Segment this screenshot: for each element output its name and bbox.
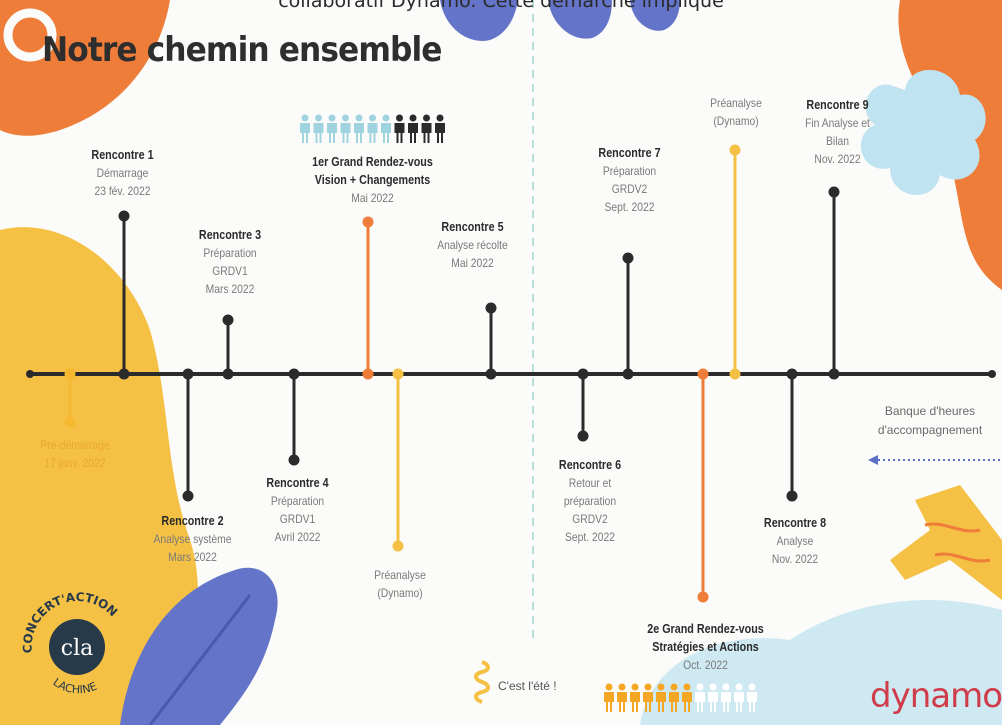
stem-end-dot-rencontre-2 — [182, 490, 194, 502]
axis-end-cap — [988, 370, 996, 378]
stem-end-dot-rencontre-9 — [828, 186, 840, 198]
label-pre-demarrage: Pré-démarrage 17 janv. 2022 — [40, 438, 110, 470]
person-icon — [300, 114, 310, 143]
bank-hours-note: Banque d'heures d'accompagnement — [877, 404, 983, 437]
axis-dot-rencontre-2 — [182, 368, 194, 380]
label-preanalyse-1: Préanalyse (Dynamo) — [374, 568, 426, 600]
person-icon — [340, 114, 351, 143]
axis-dot-preanalyse-1 — [392, 368, 404, 380]
axis-dot-rencontre-7 — [622, 368, 634, 380]
stem-end-dot-rencontre-3 — [222, 314, 234, 326]
label-rencontre-3: Rencontre 3 Préparation GRDV1 Mars 2022 — [198, 228, 262, 296]
label-rencontre-2: Rencontre 2 Analyse système Mars 2022 — [153, 514, 232, 564]
label-grdv-1: 1er Grand Rendez-vous Vision + Changemen… — [312, 155, 433, 205]
top-caption: collaboratif Dynamo. Cette démarche impl… — [278, 0, 724, 12]
dynamo-logo: dynamo — [870, 676, 1002, 716]
people-icons-2 — [604, 683, 757, 712]
stem-end-dot-grdv-2 — [697, 591, 709, 603]
person-icon — [695, 683, 705, 712]
person-icon — [682, 683, 692, 712]
person-icon — [669, 683, 679, 712]
label-grdv-2: 2e Grand Rendez-vous Stratégies et Actio… — [647, 622, 764, 672]
label-rencontre-6: Rencontre 6 Retour et préparation GRDV2 … — [558, 458, 622, 544]
summer-note: C'est l'été ! — [498, 679, 557, 693]
svg-text:cla: cla — [61, 636, 93, 661]
person-icon — [367, 114, 378, 143]
person-icon — [408, 114, 418, 143]
person-icon — [381, 114, 391, 143]
page-title: Notre chemin ensemble — [42, 30, 443, 70]
people-icons-1 — [300, 114, 445, 143]
person-icon — [708, 683, 718, 712]
label-rencontre-1: Rencontre 1 Démarrage 23 fév. 2022 — [91, 148, 154, 198]
axis-dot-grdv-2 — [697, 368, 709, 380]
stem-end-dot-rencontre-7 — [622, 252, 634, 264]
stem-end-dot-rencontre-6 — [577, 430, 589, 442]
person-icon — [643, 683, 653, 712]
stem-end-dot-rencontre-4 — [288, 454, 300, 466]
person-icon — [604, 683, 614, 712]
axis-dot-rencontre-5 — [485, 368, 497, 380]
axis-dot-rencontre-9 — [828, 368, 840, 380]
stem-end-dot-pre-demarrage — [64, 416, 76, 428]
axis-dot-rencontre-8 — [786, 368, 798, 380]
stem-end-dot-rencontre-8 — [786, 490, 798, 502]
axis-dot-rencontre-6 — [577, 368, 589, 380]
stem-end-dot-rencontre-5 — [485, 302, 497, 314]
bank-arrow-head-icon — [868, 455, 878, 465]
axis-dot-preanalyse-2 — [729, 368, 741, 380]
person-icon — [327, 114, 337, 143]
summer-squiggle-icon — [474, 660, 490, 704]
person-icon — [656, 683, 666, 712]
axis-dot-pre-demarrage — [64, 368, 76, 380]
person-icon — [630, 683, 640, 712]
person-icon — [354, 114, 364, 143]
axis-dot-grdv-1 — [362, 368, 374, 380]
axis-dot-rencontre-4 — [288, 368, 300, 380]
stem-end-dot-rencontre-1 — [118, 210, 130, 222]
stem-end-dot-preanalyse-1 — [392, 540, 404, 552]
person-icon — [721, 683, 731, 712]
stem-end-dot-preanalyse-2 — [729, 144, 741, 156]
label-rencontre-8: Rencontre 8 Analyse Nov. 2022 — [763, 516, 827, 566]
axis-dot-rencontre-1 — [118, 368, 130, 380]
label-preanalyse-2: Préanalyse (Dynamo) — [710, 96, 762, 128]
person-icon — [617, 683, 627, 712]
concertaction-lachine-logo: cla CONCERT'ACTION LACHINE — [20, 590, 120, 697]
stem-end-dot-grdv-1 — [362, 216, 374, 228]
axis-start-cap — [26, 370, 34, 378]
label-rencontre-5: Rencontre 5 Analyse récolte Mai 2022 — [437, 220, 508, 270]
label-rencontre-7: Rencontre 7 Préparation GRDV2 Sept. 2022 — [598, 146, 661, 214]
person-icon — [421, 114, 432, 143]
person-icon — [435, 114, 445, 143]
person-icon — [747, 683, 757, 712]
svg-text:LACHINE: LACHINE — [50, 676, 98, 697]
person-icon — [734, 683, 744, 712]
person-icon — [313, 114, 324, 143]
label-rencontre-4: Rencontre 4 Préparation GRDV1 Avril 2022 — [266, 476, 329, 544]
person-icon — [394, 114, 405, 143]
label-rencontre-9: Rencontre 9 Fin Analyse et Bilan Nov. 20… — [805, 98, 870, 166]
axis-dot-rencontre-3 — [222, 368, 234, 380]
